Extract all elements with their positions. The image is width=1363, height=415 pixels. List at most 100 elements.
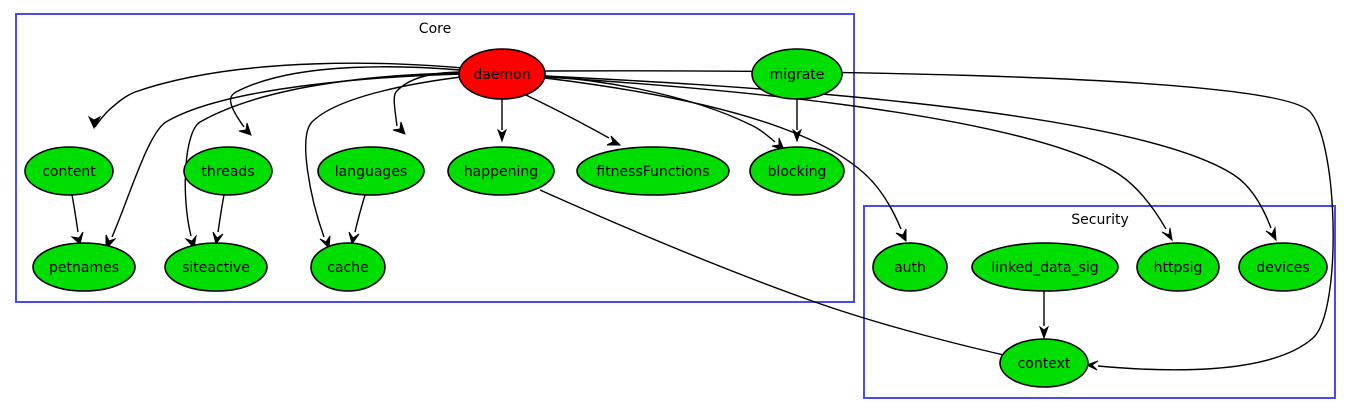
edge-happening-to-context [539, 189, 1030, 366]
node-label: happening [464, 164, 538, 180]
node-shape[interactable] [999, 338, 1089, 388]
node-label: cache [327, 260, 368, 276]
edge-daemon-to-blocking [544, 75, 785, 151]
node-shape[interactable] [458, 48, 546, 100]
node-label: context [1018, 356, 1071, 372]
node-blocking[interactable]: blocking [749, 146, 845, 196]
edge-arrowhead-icon [1161, 227, 1173, 242]
node-shape[interactable] [183, 146, 273, 196]
node-label: devices [1256, 260, 1309, 276]
node-label: auth [894, 260, 926, 276]
cluster-security: Security [863, 205, 1336, 399]
edge-daemon-to-devices [544, 75, 1277, 242]
node-label: content [42, 164, 96, 180]
node-label: threads [201, 164, 254, 180]
cluster-border [863, 205, 1336, 399]
edge-line [544, 77, 902, 230]
edge-line [393, 71, 464, 127]
edge-line [544, 70, 1334, 371]
edge-daemon-to-context [544, 70, 1334, 371]
node-petnames[interactable]: petnames [32, 242, 136, 292]
node-label: siteactive [182, 260, 250, 276]
node-shape[interactable] [971, 242, 1119, 292]
node-label: daemon [473, 67, 530, 83]
cluster-border [15, 13, 855, 303]
edge-threads-to-siteactive [212, 194, 225, 246]
cluster-label: Security [1071, 212, 1129, 228]
node-languages[interactable]: languages [317, 146, 425, 196]
edge-migrate-to-blocking [791, 99, 803, 143]
edge-line [229, 66, 461, 128]
node-context[interactable]: context [999, 338, 1089, 388]
edge-arrowhead-icon [895, 228, 907, 243]
node-fitnessFunctions[interactable]: fitnessFunctions [576, 146, 730, 196]
edge-arrowhead-icon [606, 135, 622, 146]
node-threads[interactable]: threads [183, 146, 273, 196]
node-devices[interactable]: devices [1238, 242, 1328, 292]
edge-line [111, 73, 462, 238]
node-auth[interactable]: auth [872, 242, 948, 292]
node-label: migrate [770, 67, 825, 83]
edge-daemon-to-content [87, 62, 464, 130]
node-httpsig[interactable]: httpsig [1136, 242, 1220, 292]
node-label: linked_data_sig [991, 260, 1098, 276]
edge-line [525, 94, 610, 139]
node-label: petnames [49, 260, 119, 276]
node-shape[interactable] [317, 146, 425, 196]
node-shape[interactable] [1136, 242, 1220, 292]
edge-line [539, 189, 1018, 359]
node-siteactive[interactable]: siteactive [164, 242, 268, 292]
node-shape[interactable] [872, 242, 948, 292]
node-shape[interactable] [24, 146, 114, 196]
node-shape[interactable] [447, 146, 555, 196]
node-happening[interactable]: happening [447, 146, 555, 196]
node-shape[interactable] [749, 146, 845, 196]
node-content[interactable]: content [24, 146, 114, 196]
edge-daemon-to-httpsig [544, 76, 1173, 242]
edge-arrowhead-icon [392, 121, 406, 135]
edge-arrowhead-icon [496, 128, 508, 143]
node-shape[interactable] [32, 242, 136, 292]
node-label: languages [335, 164, 407, 180]
node-migrate[interactable]: migrate [751, 48, 843, 100]
edge-daemon-to-fitnessFunctions [525, 94, 622, 146]
cluster-label: Core [419, 21, 451, 37]
edge-linked_data_sig-to-context [1038, 291, 1050, 340]
edge-content-to-petnames [70, 194, 84, 245]
edge-languages-to-cache [348, 194, 366, 246]
nodes-layer: daemon migrate content threads languages happ… [24, 48, 1328, 388]
edge-line [184, 72, 461, 237]
edge-line [354, 194, 366, 233]
node-shape[interactable] [164, 242, 268, 292]
edge-line [71, 194, 79, 233]
edge-line [217, 194, 225, 233]
edge-line [544, 75, 1272, 229]
edge-line [305, 76, 462, 238]
node-linked_data_sig[interactable]: linked_data_sig [971, 242, 1119, 292]
node-shape[interactable] [1238, 242, 1328, 292]
edge-arrowhead-icon [319, 235, 331, 250]
node-label: fitnessFunctions [596, 164, 709, 180]
edge-line [544, 76, 1167, 230]
node-label: blocking [768, 164, 827, 180]
node-daemon[interactable]: daemon [458, 48, 546, 100]
edge-arrowhead-icon [70, 231, 84, 245]
edge-daemon-to-cache [305, 76, 462, 250]
edges-layer [70, 62, 1334, 371]
edge-daemon-to-threads [229, 66, 461, 136]
edge-arrowhead-icon [1265, 226, 1277, 242]
node-shape[interactable] [576, 146, 730, 196]
node-label: httpsig [1154, 260, 1203, 276]
node-shape[interactable] [751, 48, 843, 100]
edge-arrowhead-icon [791, 128, 803, 143]
edge-arrowhead-icon [238, 122, 252, 136]
edge-arrowhead-icon [1038, 325, 1050, 340]
cluster-core: Core [15, 13, 855, 303]
edge-daemon-to-happening [496, 99, 508, 143]
node-cache[interactable]: cache [310, 242, 386, 292]
edge-arrowhead-icon [348, 231, 360, 246]
node-shape[interactable] [310, 242, 386, 292]
